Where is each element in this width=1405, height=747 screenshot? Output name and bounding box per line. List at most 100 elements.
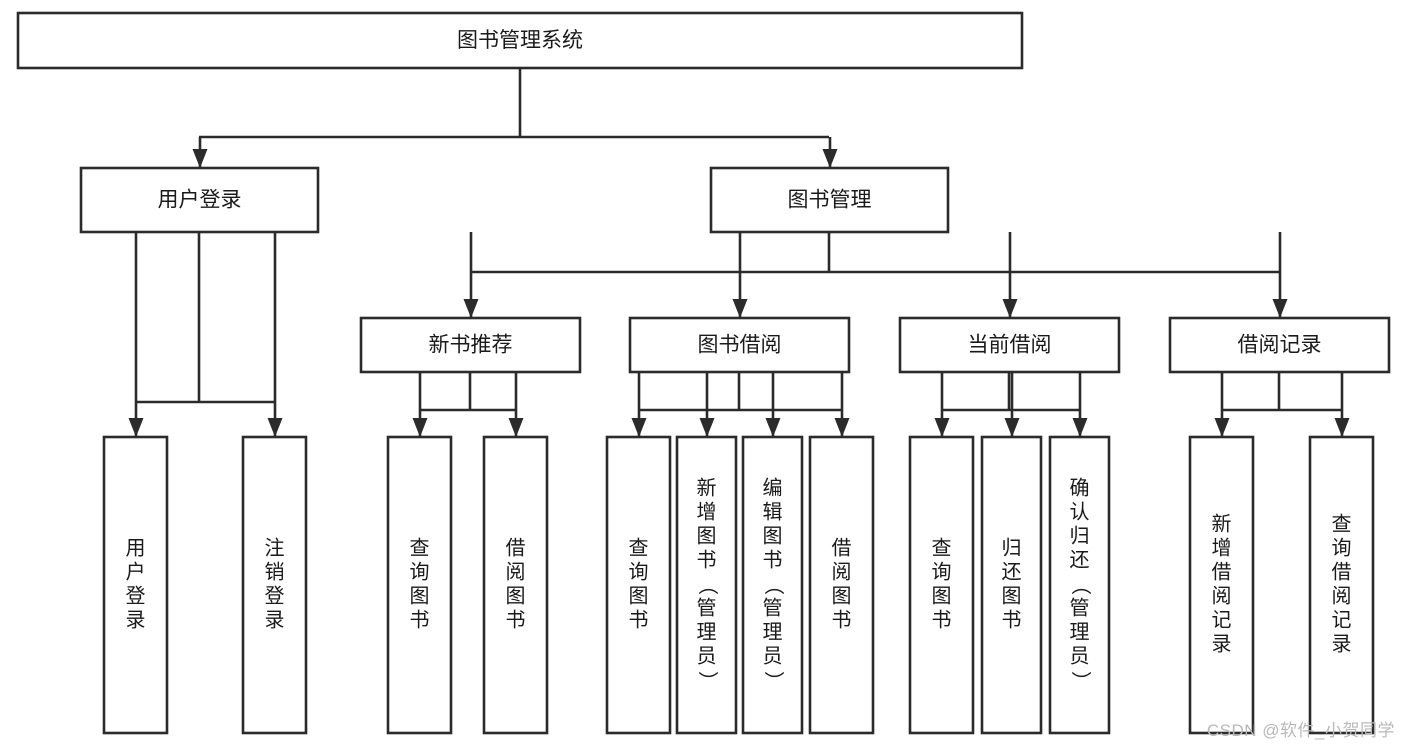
node-box[interactable] — [1188, 435, 1255, 735]
node-label: 新书推荐 — [429, 334, 513, 357]
node-current-borrow[interactable]: 当前借阅 — [898, 316, 1121, 374]
arrow-head-icon — [1272, 299, 1288, 318]
node-root[interactable]: 图书管理系统 — [16, 11, 1024, 70]
arrow-head-icon — [1002, 299, 1018, 318]
node-label: 图书管理系统 — [457, 29, 583, 52]
node-label-char: 图 — [1002, 585, 1022, 607]
node-label-char: 增 — [1212, 536, 1232, 559]
edge-leaf-query-record — [1334, 372, 1350, 437]
node-book-borrow[interactable]: 图书借阅 — [628, 316, 851, 374]
node-label-char: 员 — [1070, 645, 1090, 667]
node-box[interactable] — [1168, 316, 1391, 374]
arrow-head-icon — [1004, 418, 1020, 437]
node-label-char: 书 — [832, 608, 852, 631]
node-label-char: 图 — [932, 585, 952, 607]
node-label-char: 图 — [629, 585, 649, 607]
node-label-char: 查 — [410, 536, 430, 559]
node-label-char: 借 — [1212, 560, 1232, 583]
node-label-char: 新 — [1212, 512, 1232, 535]
node-label-char: 查 — [629, 536, 649, 559]
node-box[interactable] — [628, 316, 851, 374]
node-label-char: 书 — [697, 548, 717, 571]
edge-leaf-logout — [267, 232, 283, 437]
node-label-char: 询 — [1332, 536, 1352, 559]
node-label-char: 管 — [1070, 596, 1090, 619]
arrow-head-icon — [463, 299, 479, 318]
connector-layer — [128, 68, 1350, 437]
node-label-char: 管 — [697, 596, 717, 619]
node-box[interactable] — [709, 166, 950, 234]
node-box[interactable] — [741, 435, 804, 735]
node-box[interactable] — [359, 316, 582, 374]
node-box[interactable] — [980, 435, 1043, 735]
node-box[interactable] — [16, 11, 1024, 70]
node-leaf-user-login[interactable]: 用户登录 — [102, 435, 169, 735]
node-label-char: 销 — [265, 560, 285, 583]
arrow-head-icon — [822, 149, 838, 168]
node-label-char: 阅 — [832, 560, 852, 583]
edge-leaf-user-login — [128, 232, 144, 437]
connector-group — [1221, 372, 1341, 412]
connector-group — [638, 372, 841, 412]
node-borrow-record[interactable]: 借阅记录 — [1168, 316, 1391, 374]
node-user-login[interactable]: 用户登录 — [79, 166, 320, 234]
node-box[interactable] — [102, 435, 169, 735]
edge-leaf-query-book-3 — [934, 372, 950, 437]
node-label-char: ） — [1069, 671, 1092, 691]
edge-leaf-return-book — [1004, 372, 1020, 437]
node-box[interactable] — [1308, 435, 1375, 735]
node-box[interactable] — [605, 435, 672, 735]
node-label-char: 理 — [763, 621, 783, 643]
node-label-char: 登 — [126, 584, 146, 607]
node-box[interactable] — [79, 166, 320, 234]
arrow-head-icon — [1334, 418, 1350, 437]
arrow-head-icon — [699, 418, 715, 437]
node-box[interactable] — [241, 435, 308, 735]
edge-leaf-edit-book — [765, 372, 781, 437]
node-book-manage[interactable]: 图书管理 — [709, 166, 950, 234]
node-label-char: 录 — [126, 609, 146, 631]
node-label-char: 阅 — [1332, 584, 1352, 607]
node-label-char: 归 — [1002, 536, 1022, 559]
edge-leaf-confirm-return — [1072, 372, 1088, 437]
node-box[interactable] — [808, 435, 875, 735]
node-box[interactable] — [675, 435, 738, 735]
node-label-char: 认 — [1070, 500, 1090, 523]
edge-borrow-record — [1272, 232, 1288, 318]
edge-new-book-rec — [463, 232, 479, 318]
node-box[interactable] — [1048, 435, 1111, 735]
edge-book-manage — [822, 137, 838, 168]
node-label-char: 登 — [265, 584, 285, 607]
node-new-book-rec[interactable]: 新书推荐 — [359, 316, 582, 374]
node-label-char: 录 — [1212, 633, 1232, 655]
node-label-char: 借 — [832, 536, 852, 559]
node-label: 图书管理 — [788, 189, 872, 212]
node-box[interactable] — [482, 435, 549, 735]
node-label-char: 书 — [506, 608, 526, 631]
edge-current-borrow — [1002, 232, 1018, 318]
node-label-char: 借 — [1332, 560, 1352, 583]
node-box[interactable] — [898, 316, 1121, 374]
arrow-head-icon — [412, 418, 428, 437]
node-label-char: ） — [762, 671, 785, 691]
node-box[interactable] — [908, 435, 975, 735]
node-label-char: （ — [1069, 575, 1092, 595]
node-box[interactable] — [386, 435, 453, 735]
node-label-char: 书 — [763, 548, 783, 571]
node-label-char: 记 — [1212, 608, 1232, 631]
arrow-head-icon — [631, 418, 647, 437]
node-label-char: 录 — [265, 609, 285, 631]
